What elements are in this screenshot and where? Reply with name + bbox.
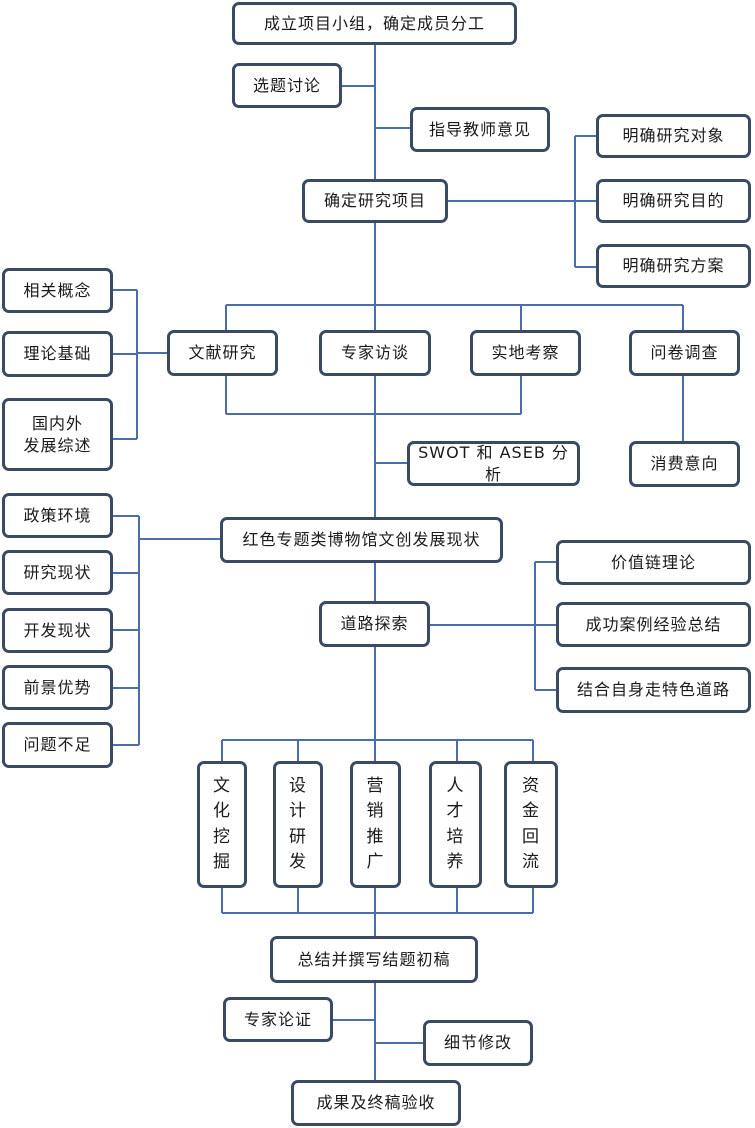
node-culture-dig: 文 化 挖 掘 xyxy=(197,761,247,888)
node-capital: 资 金 回 流 xyxy=(504,761,558,888)
node-swot: SWOT 和 ASEB 分析 xyxy=(407,441,580,486)
node-dev-status: 开发现状 xyxy=(2,608,113,653)
node-value-chain: 价值链理论 xyxy=(556,540,751,585)
node-final-accept: 成果及终稿验收 xyxy=(291,1080,461,1126)
node-clear-plan: 明确研究方案 xyxy=(596,244,751,288)
node-summary-draft: 总结并撰写结题初稿 xyxy=(270,936,478,983)
node-expert-demo: 专家论证 xyxy=(223,997,333,1042)
node-literature: 文献研究 xyxy=(167,330,278,376)
node-expert-interview: 专家访谈 xyxy=(319,330,431,376)
node-related-concepts: 相关概念 xyxy=(2,268,113,313)
node-path-explore: 道路探索 xyxy=(319,601,430,647)
node-clear-object: 明确研究对象 xyxy=(596,114,751,158)
node-topic-discussion: 选题讨论 xyxy=(232,63,342,108)
node-policy-env: 政策环境 xyxy=(2,493,113,538)
node-clear-goal: 明确研究目的 xyxy=(596,179,751,223)
node-research-status: 研究现状 xyxy=(2,550,113,595)
node-questionnaire: 问卷调查 xyxy=(629,330,740,376)
node-talent: 人 才 培 养 xyxy=(429,761,482,888)
node-field-survey: 实地考察 xyxy=(470,330,581,376)
node-review: 国内外 发展综述 xyxy=(2,398,113,471)
node-prospects: 前景优势 xyxy=(2,665,113,710)
node-theory-basis: 理论基础 xyxy=(2,331,113,377)
node-design-dev: 设 计 研 发 xyxy=(273,761,323,888)
node-marketing: 营 销 推 广 xyxy=(350,761,401,888)
node-current-status: 红色专题类博物馆文创发展现状 xyxy=(220,517,503,563)
node-case-summary: 成功案例经验总结 xyxy=(556,602,751,647)
node-consumer-intent: 消费意向 xyxy=(629,441,740,487)
node-own-path: 结合自身走特色道路 xyxy=(556,667,751,713)
node-problems: 问题不足 xyxy=(2,722,113,768)
node-confirm-project: 确定研究项目 xyxy=(302,179,448,223)
node-advisor-opinion: 指导教师意见 xyxy=(410,107,550,152)
node-start: 成立项目小组，确定成员分工 xyxy=(232,2,517,45)
node-detail-edit: 细节修改 xyxy=(423,1020,533,1066)
